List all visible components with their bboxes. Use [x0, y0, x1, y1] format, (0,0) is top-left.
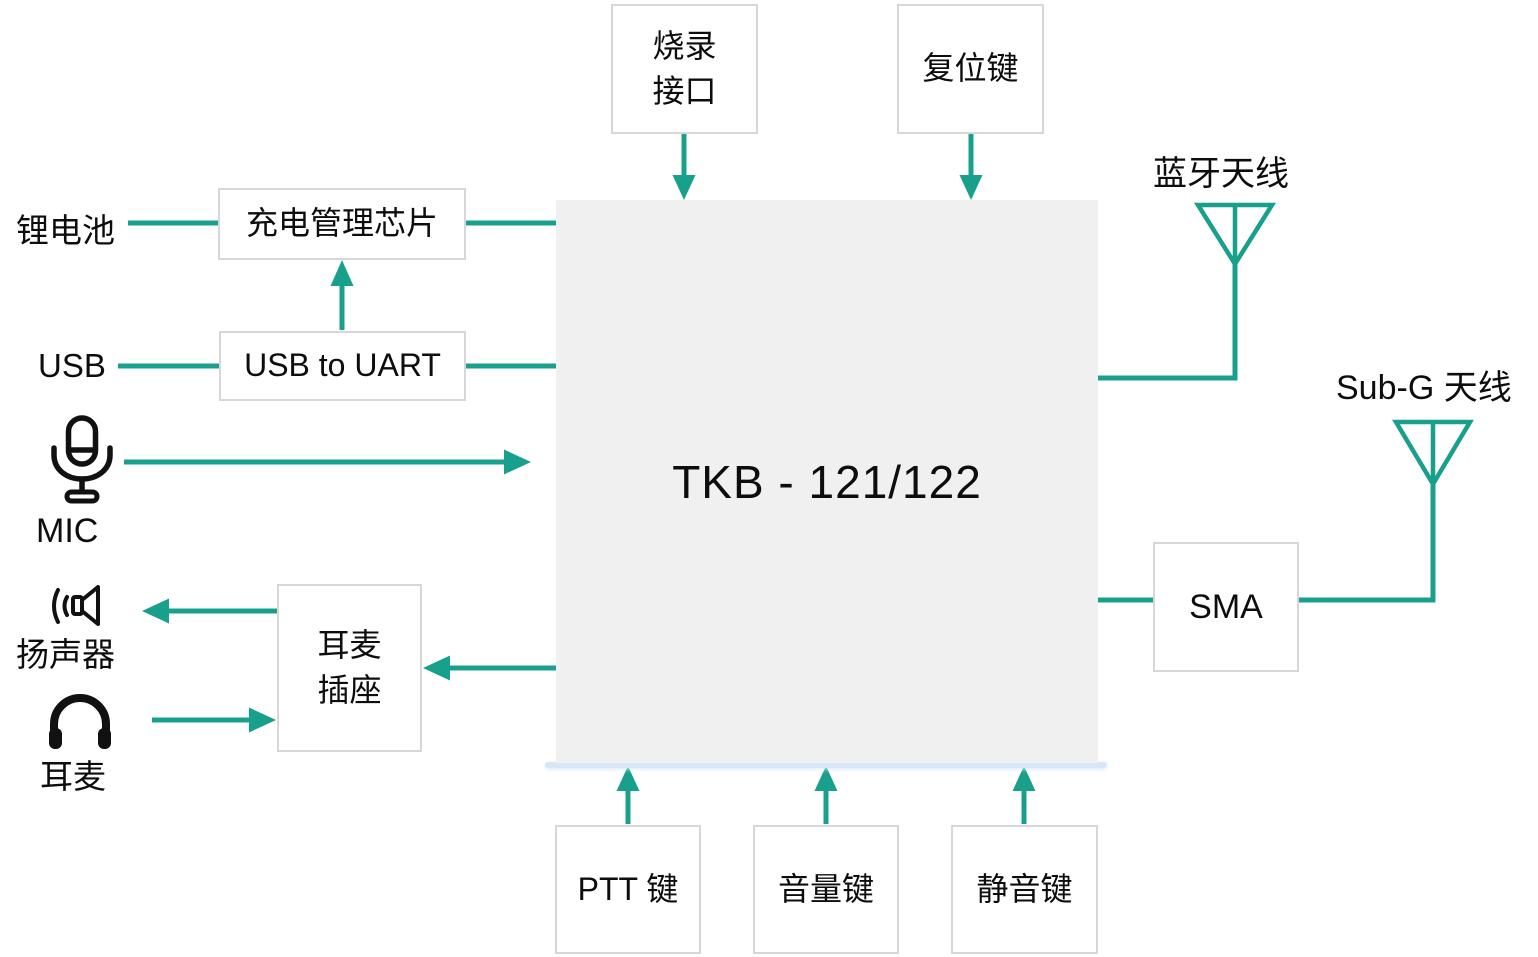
speaker-label: 扬声器 [16, 636, 115, 673]
node-burn-interface: 烧录 接口 [611, 4, 758, 134]
subg-antenna-label: Sub-G 天线 [1336, 369, 1512, 407]
usb-label: USB [38, 347, 106, 384]
node-usb-to-uart: USB to UART [219, 331, 466, 401]
mic-label: MIC [36, 512, 99, 550]
speaker-icon [52, 585, 100, 626]
arrow-burn-to-main [672, 133, 696, 200]
main-module-title: TKB - 121/122 [672, 455, 982, 508]
node-sma: SMA [1153, 542, 1299, 672]
main-box-bottom-highlight [545, 762, 1107, 768]
node-volume-key: 音量键 [753, 825, 899, 954]
node-mute-key: 静音键 [951, 825, 1098, 954]
arrow-mic-to-main [124, 449, 531, 475]
microphone-icon [51, 415, 113, 504]
bluetooth-antenna-icon [1193, 202, 1277, 269]
arrow-headset-to-jack [152, 707, 276, 733]
bluetooth-antenna-label: 蓝牙天线 [1153, 155, 1289, 193]
arrow-main-to-jack [423, 655, 557, 681]
node-ptt-key: PTT 键 [555, 825, 701, 954]
headphones-icon [49, 694, 111, 749]
arrow-jack-to-speaker [142, 598, 277, 624]
arrow-mute-to-main [1012, 766, 1036, 824]
node-headset-jack: 耳麦 插座 [277, 584, 422, 752]
arrow-volume-to-main [814, 766, 838, 824]
main-module-box: TKB - 121/122 [556, 200, 1098, 763]
node-reset-key: 复位键 [897, 4, 1044, 134]
battery-label: 锂电池 [16, 212, 115, 249]
wire-main-to-bt-antenna [1098, 264, 1238, 381]
arrow-usbuart-to-charge-chip [330, 260, 354, 330]
wire-sma-to-subg-antenna [1299, 484, 1436, 603]
subg-antenna-icon [1392, 419, 1474, 489]
arrow-reset-to-main [959, 133, 983, 200]
headset-label: 耳麦 [40, 758, 106, 795]
arrow-ptt-to-main [616, 766, 640, 824]
node-charge-management-chip: 充电管理芯片 [218, 188, 466, 260]
